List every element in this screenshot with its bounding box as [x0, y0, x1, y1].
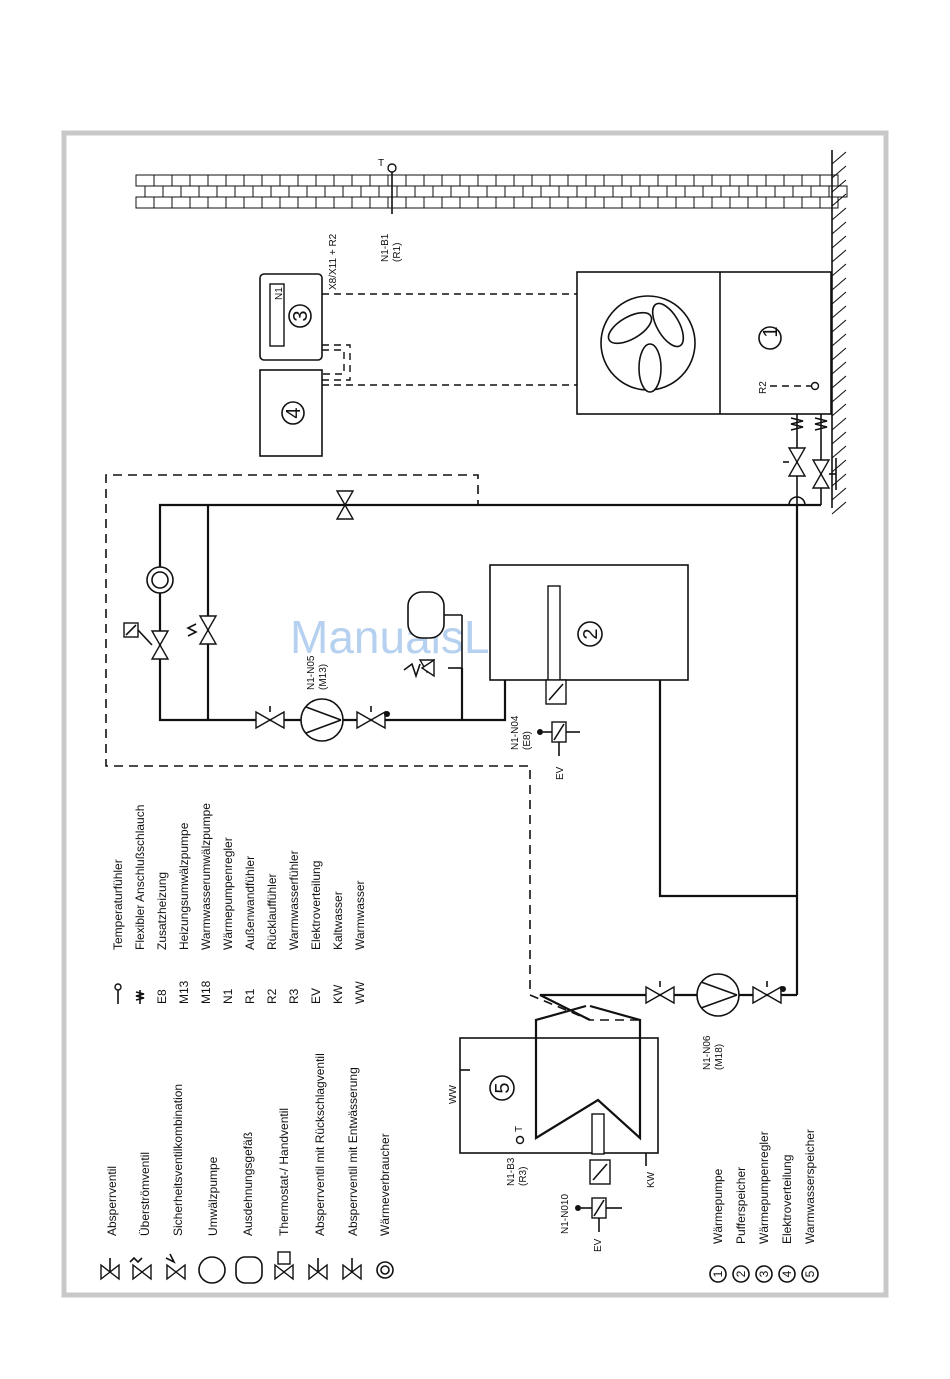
svg-text:(M13): (M13)	[318, 664, 329, 690]
outdoor-sensor: T N1-B1 (R1)	[378, 158, 403, 262]
legend-number: 1	[711, 1270, 725, 1277]
warm-water-storage-tank: 5 T N1-B3 (R3) N1-N010 EV WW KW	[448, 994, 659, 1252]
svg-text:N1-N010: N1-N010	[560, 1194, 571, 1234]
legend-number-circle	[732, 1265, 750, 1283]
legend-code-label: Kaltwasser	[331, 891, 345, 950]
svg-text:R2: R2	[758, 381, 769, 394]
svg-text:WW: WW	[448, 1085, 459, 1104]
legend-code: R1	[243, 988, 257, 1004]
legend-symbol-label: Absperrventil mit Entwässerung	[346, 1067, 360, 1236]
control-wiring: X8/X11 + R2	[322, 233, 577, 386]
legend-code: KW	[331, 984, 345, 1004]
overflow-valve	[186, 615, 217, 645]
flow-line	[158, 503, 821, 722]
legend-code-label: Zusatzheizung	[155, 872, 169, 950]
outer-wall	[135, 150, 848, 515]
svg-text:N1: N1	[274, 287, 285, 300]
svg-text:N1-N05: N1-N05	[306, 655, 317, 690]
svg-text:2: 2	[580, 628, 602, 639]
legend-symbol-label: Wärmeverbraucher	[378, 1133, 392, 1236]
svg-text:EV: EV	[593, 1238, 604, 1252]
legend-number-circle	[778, 1265, 796, 1283]
heating-circulation-pump: N1-N05 (M13)	[255, 655, 390, 742]
svg-text:5: 5	[492, 1082, 514, 1093]
svg-text:(R1): (R1)	[392, 243, 403, 262]
heat-pump-unit: 1 R2	[576, 271, 832, 415]
legend-code-label: Außenwandfühler	[243, 856, 257, 950]
legend-number-label: Warmwasserspeicher	[803, 1129, 817, 1244]
legend-symbols: Absperrventil Überströmventil Sicherheitsv…	[100, 1053, 394, 1284]
legend-symbol-label: Absperrventil	[105, 1166, 119, 1236]
legend-codes: Temperaturfühler Flexibler Anschlußschlau…	[111, 803, 367, 1004]
legend-code-label: Warmwasserumwälzpumpe	[199, 803, 213, 950]
legend-number: 3	[757, 1270, 771, 1277]
legend-number: 4	[780, 1270, 794, 1277]
legend-code-label: Temperaturfühler	[111, 859, 125, 950]
legend-code: WW	[353, 981, 367, 1004]
svg-text:N1-N06: N1-N06	[702, 1035, 713, 1070]
legend-number-label: Wärmepumpenregler	[757, 1131, 771, 1244]
legend-symbol-label: Ausdehnungsgefäß	[241, 1132, 255, 1236]
legend-symbol-label: Umwälzpumpe	[206, 1156, 220, 1236]
heat-consumer	[123, 566, 174, 660]
legend-code-label: Flexibler Anschlußschlauch	[133, 805, 147, 950]
legend-code-label: Wärmepumpenregler	[221, 837, 235, 950]
electrical-distribution: 4	[259, 369, 323, 457]
legend-code-label: Warmwasserfühler	[287, 850, 301, 950]
svg-text:N1-B3: N1-B3	[506, 1157, 517, 1186]
legend-code: R3	[287, 988, 301, 1004]
svg-text:X8/X11 + R2: X8/X11 + R2	[328, 233, 339, 290]
heat-pump-number: 1	[760, 326, 782, 337]
legend-number-circle	[709, 1265, 727, 1283]
legend-code-label: Warmwasser	[353, 880, 367, 950]
heat-pump-connections	[783, 414, 837, 506]
legend-code-label: Elektroverteilung	[309, 861, 323, 950]
warm-water-circulation-pump: N1-N06 (M18)	[539, 973, 797, 1070]
legend-symbol-label: Überströmventil	[138, 1152, 152, 1236]
legend-code: R2	[265, 988, 279, 1004]
legend-code: EV	[309, 988, 323, 1004]
heat-pump-controller: 3 N1	[259, 273, 323, 361]
svg-text:(R3): (R3)	[518, 1167, 529, 1186]
svg-text:(M18): (M18)	[714, 1044, 725, 1070]
svg-text:N1-B1: N1-B1	[380, 233, 391, 262]
svg-text:KW: KW	[646, 1171, 657, 1188]
legend-code: E8	[155, 989, 169, 1004]
legend-number: 2	[734, 1270, 748, 1277]
buffer-tank: 2 N1-N04 (E8) EV	[489, 564, 689, 780]
svg-text:(E8): (E8)	[522, 731, 533, 750]
legend-symbol-label: Absperrventil mit Rückschlagventil	[313, 1053, 327, 1236]
buffer-return-line	[658, 680, 799, 995]
legend-symbol-label: Sicherheitsventilkombination	[171, 1084, 185, 1236]
svg-text:T: T	[514, 1126, 525, 1132]
legend-number: 5	[803, 1270, 817, 1277]
legend-code-label: Heizungsumwälzpumpe	[177, 822, 191, 950]
legend-numbered-components: 1 Wärmepumpe 2 Pufferspeicher 3 Wärmepumpenre…	[709, 1129, 819, 1283]
svg-text:EV: EV	[555, 766, 566, 780]
svg-text:3: 3	[290, 310, 312, 321]
legend-number-circle	[755, 1265, 773, 1283]
svg-text:T: T	[378, 158, 384, 169]
legend-symbol-label: Thermostat-/ Handventil	[277, 1108, 291, 1236]
svg-text:4: 4	[283, 407, 305, 418]
legend-number-label: Pufferspeicher	[734, 1167, 748, 1244]
legend-code-label: Rücklauffühler	[265, 874, 279, 951]
legend-code: M18	[199, 980, 213, 1004]
legend-number-label: Elektroverteilung	[780, 1155, 794, 1244]
legend-number-label: Wärmepumpe	[711, 1168, 725, 1244]
svg-text:N1-N04: N1-N04	[510, 715, 521, 750]
legend-code: N1	[221, 988, 235, 1004]
expansion-vessel	[403, 591, 463, 679]
legend-number-circle	[801, 1265, 819, 1283]
legend-code: M13	[177, 980, 191, 1004]
